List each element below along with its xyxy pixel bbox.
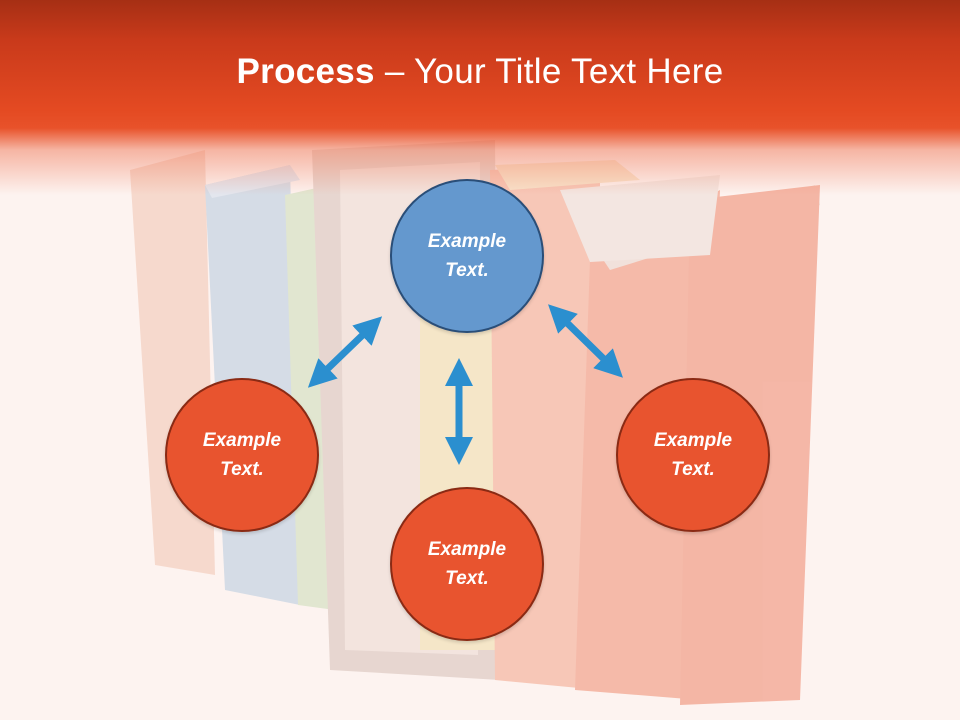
slide-title: Process – Your Title Text Here: [0, 52, 960, 92]
process-node-top[interactable]: Example Text.: [390, 179, 544, 333]
process-node-bottom[interactable]: Example Text.: [390, 487, 544, 641]
title-rest: – Your Title Text Here: [374, 52, 724, 91]
node-label: Example Text.: [653, 430, 733, 480]
title-strong: Process: [236, 52, 375, 91]
process-node-right[interactable]: Example Text.: [616, 378, 770, 532]
node-label: Example Text.: [202, 430, 282, 480]
node-label: Example Text.: [427, 231, 507, 281]
title-bar: [0, 0, 960, 200]
process-node-left[interactable]: Example Text.: [165, 378, 319, 532]
node-label: Example Text.: [427, 539, 507, 589]
